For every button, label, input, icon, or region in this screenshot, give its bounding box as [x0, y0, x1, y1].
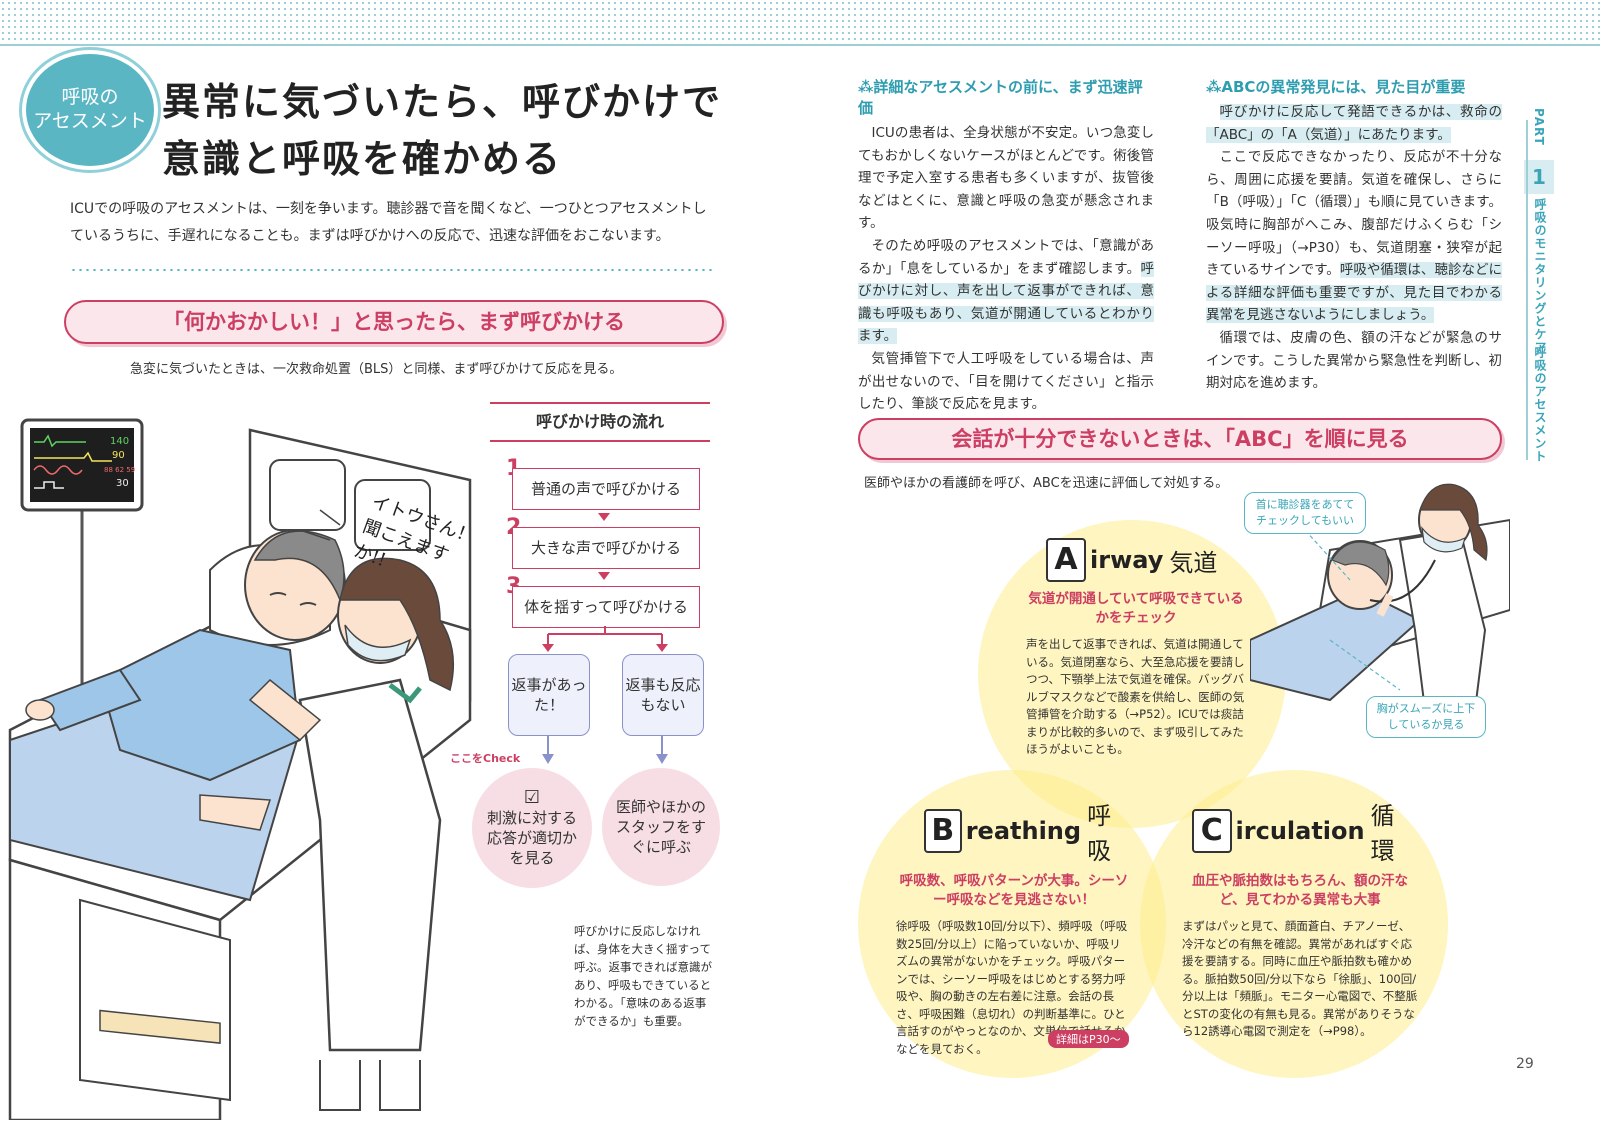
- result-yes-text: 刺激に対する応答が適切かを見る: [486, 809, 577, 867]
- section2-subtitle: 医師やほかの看護師を呼び、ABCを迅速に評価して対処する。: [864, 476, 1229, 491]
- step2-box: 大きな声で呼びかける: [512, 527, 700, 569]
- step1-box: 普通の声で呼びかける: [512, 468, 700, 510]
- section1-subtitle: 急変に気づいたときは、一次救命処置（BLS）と同様、まず呼びかけて反応を見る。: [130, 362, 623, 377]
- monitor-rr: 30: [116, 478, 129, 489]
- detail-link-badge[interactable]: 詳細はP30～: [1048, 1030, 1129, 1048]
- nurse-body: [298, 678, 442, 1052]
- bubble-neck: 首に聴診器をあててチェックしてもいい: [1244, 492, 1366, 534]
- column1-heading: ⁂詳細なアセスメントの前に、まず迅速評価: [858, 78, 1143, 117]
- page-number: 29: [1516, 1056, 1534, 1072]
- flow-arrow: [598, 513, 610, 521]
- flow-title: 呼びかけ時の流れ: [490, 402, 710, 442]
- answer-yes-box: 返事があった！: [508, 654, 590, 736]
- result-yes-circle: ☑ 刺激に対する応答が適切かを見る: [472, 768, 592, 888]
- badge-line1: 呼吸の: [61, 86, 119, 109]
- bedside-illustration: 140 90 88 62 59 30: [8, 418, 472, 1120]
- column2-p1: 呼びかけに反応して発語できるかは、救命の「ABC」の「A（気道）」にあたります。: [1206, 101, 1502, 146]
- breathing-sub: 呼吸数、呼吸パターンが大事。シーソー呼吸などを見逃さない！: [899, 873, 1129, 908]
- stethoscope-icon: [1369, 559, 1436, 603]
- monitor-hr: 140: [110, 436, 129, 447]
- stethoscope-illustration: [1250, 483, 1510, 711]
- badge-line2: アセスメント: [33, 110, 147, 132]
- answer-no-box: 返事も反応もない: [622, 654, 704, 736]
- page-title: 異常に気づいたら、呼びかけで 意識と呼吸を確かめる: [162, 74, 722, 188]
- section1-heading: 「何かおかしい！」と思ったら、まず呼びかける: [64, 300, 724, 344]
- part-label: PART: [1532, 108, 1546, 146]
- title-line2: 意識と呼吸を確かめる: [162, 137, 563, 181]
- column2-p3: 循環では、皮膚の色、額の汗などが緊急のサインです。こうした異常から緊急性を判断し…: [1206, 329, 1502, 392]
- airway-text: 声を出して返事できれば、気道は開通している。気道閉塞なら、大至急応援を要請しつつ…: [1026, 637, 1245, 756]
- breathing-circle: [858, 770, 1166, 1078]
- monitor-bp: 90: [112, 450, 125, 461]
- column2-highlight2: 呼吸や循環は、聴診などによる詳細な評価も重要ですが、見た目でわかる異常を見逃さな…: [1206, 262, 1503, 324]
- check-icon: ☑: [523, 787, 541, 808]
- breathing-text: 徐呼吸（呼吸数10回/分以下）、頻呼吸（呼吸数25回/分以上）に陥っていないか、…: [896, 919, 1128, 1056]
- title-line1: 異常に気づいたら、呼びかけで: [162, 80, 723, 124]
- section-badge: 呼吸の アセスメント: [22, 50, 158, 170]
- section2-heading: 会話が十分できないときは、「ABC」を順に見る: [858, 418, 1502, 460]
- top-dotted-band: [0, 0, 1600, 46]
- result-no-circle: 医師やほかのスタッフをすぐに呼ぶ: [602, 768, 720, 886]
- circulation-letter: C: [1192, 809, 1232, 853]
- column2-highlight1: 呼びかけに反応して発語できるかは、救命の「ABC」の「A（気道）」にあたります。: [1206, 104, 1502, 143]
- sidetab-label2: 呼吸のアセスメント: [1533, 346, 1547, 463]
- airway-letter: A: [1046, 538, 1086, 582]
- sidetab-label1: 呼吸のモニタリングとケア: [1533, 198, 1547, 354]
- column1-p3: 気管挿管下で人工呼吸をしている場合は、声が出せないので、「目を開けてください」と…: [858, 350, 1154, 413]
- flow-caption: 呼びかけに反応しなければ、身体を大きく揺すって呼ぶ。返事できれば意識があり、呼吸…: [574, 924, 712, 1028]
- dotted-divider: [70, 268, 716, 272]
- column1: ⁂詳細なアセスメントの前に、まず迅速評価 ICUの患者は、全身状態が不安定。いつ…: [858, 76, 1154, 416]
- part-number: 1: [1524, 160, 1554, 194]
- circulation-text: まずはパッと見て、顔面蒼白、チアノーゼ、冷汗などの有無を確認。異常があればすぐ応…: [1182, 919, 1418, 1038]
- airway-sub: 気道が開通していて呼吸できているかをチェック: [1028, 591, 1244, 626]
- column2: ⁂ABCの異常発見には、見た目が重要 呼びかけに反応して発語できるかは、救命の「…: [1206, 76, 1503, 395]
- result-no-text: 医師やほかのスタッフをすぐに呼ぶ: [615, 798, 706, 856]
- monitor-values: 88 62 59: [104, 466, 135, 474]
- column1-p1: ICUの患者は、全身状態が不安定。いつ急変してもおかしくないケースがほとんどです…: [858, 125, 1154, 232]
- check-label: ここをCheck: [450, 752, 521, 765]
- column2-heading: ⁂ABCの異常発見には、見た目が重要: [1206, 78, 1466, 96]
- step3-box: 体を揺すって呼びかける: [512, 586, 700, 628]
- intro-text: ICUでの呼吸のアセスメントは、一刻を争います。聴診器で音を聞くなど、一つひとつ…: [70, 201, 707, 244]
- column1-p2: そのため呼吸のアセスメントでは、「意識があるか」「息をしているか」をまず確認しま…: [858, 237, 1154, 345]
- circulation-sub: 血圧や脈拍数はもちろん、額の汗など、見てわかる異常も大事: [1192, 873, 1408, 908]
- circulation-circle: [1140, 770, 1448, 1078]
- breathing-letter: B: [924, 809, 962, 853]
- answer-arrows: [542, 736, 668, 764]
- column2-p2: ここで反応できなかったり、反応が不十分なら、周囲に応援を要請。気道を確保し、さら…: [1206, 149, 1503, 324]
- flow-arrow: [598, 572, 610, 580]
- sidetab-rule: [1526, 120, 1528, 460]
- bubble-chest: 胸がスムーズに上下しているか見る: [1366, 696, 1486, 738]
- flow-branch: [542, 626, 668, 652]
